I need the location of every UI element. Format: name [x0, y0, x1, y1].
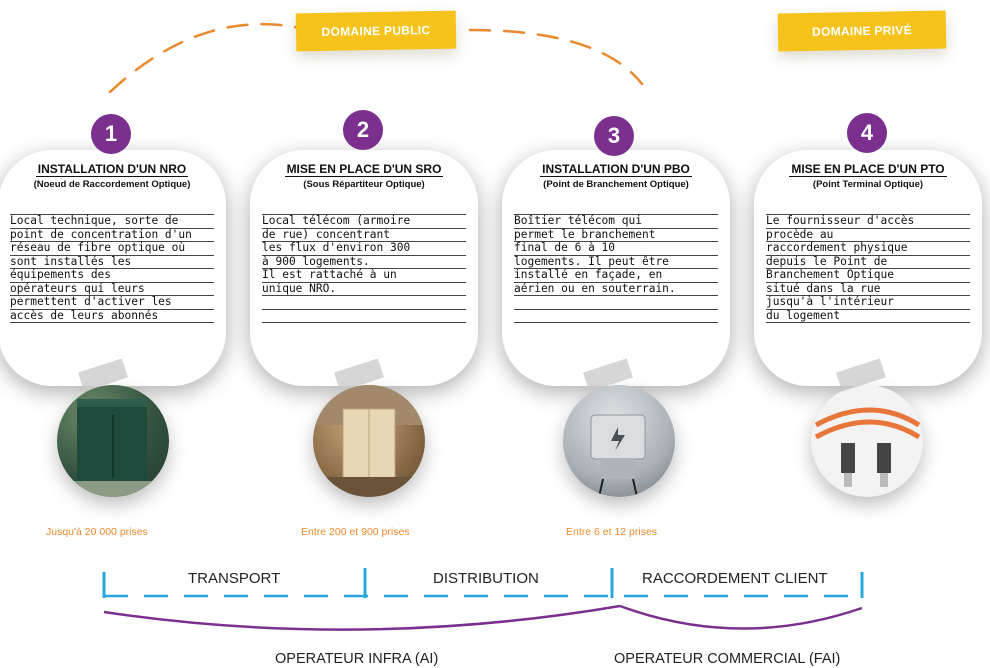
step-3-line: installé en façade, en [514, 268, 718, 283]
nro-cabinet-illustration [57, 399, 169, 497]
segment-transport-label: TRANSPORT [188, 570, 281, 587]
step-2-line: les flux d'environ 300 [262, 241, 466, 256]
step-3-prises: Entre 6 et 12 prises [566, 526, 658, 538]
step-3-line [514, 296, 718, 310]
step-2-line [262, 296, 466, 310]
step-2-line [262, 310, 466, 323]
operator-commercial-brace [619, 604, 863, 630]
operator-infra-brace [103, 604, 621, 631]
step-2-line: unique NRO. [262, 282, 466, 296]
step-4-line: jusqu'à l'intérieur [766, 295, 970, 310]
step-1-title-block: INSTALLATION D'UN NRO (Noeud de Raccorde… [0, 162, 226, 191]
step-4-line: depuis le Point de [766, 255, 970, 269]
step-1-line: accès de leurs abonnés [10, 309, 214, 323]
step-4-description: Le fournisseur d'accès procède au raccor… [766, 214, 970, 323]
segment-distribution-label: DISTRIBUTION [433, 570, 539, 587]
step-card-1-body: INSTALLATION D'UN NRO (Noeud de Raccorde… [0, 150, 226, 386]
step-3-line: permet le branchement [514, 228, 718, 242]
step-1-line: permettent d'activer les [10, 295, 214, 310]
step-2-description: Local télécom (armoire de rue) concentra… [262, 214, 466, 323]
operator-commercial-label: OPERATEUR COMMERCIAL (FAI) [614, 651, 841, 667]
step-1-line: Local technique, sorte de [10, 214, 214, 229]
step-1-line: sont installés les [10, 255, 214, 269]
step-1-line: point de concentration d'un [10, 228, 214, 242]
step-2-prises: Entre 200 et 900 prises [301, 526, 410, 538]
step-1-line: réseau de fibre optique où [10, 241, 214, 256]
step-2-title-block: MISE EN PLACE D'UN SRO (Sous Répartiteur… [250, 162, 478, 191]
step-card-3-body: INSTALLATION D'UN PBO (Point de Branchem… [502, 150, 730, 386]
step-1-number-badge: 1 [91, 114, 131, 154]
step-4-line: raccordement physique [766, 241, 970, 256]
step-4-line: Le fournisseur d'accès [766, 214, 970, 229]
step-4-line: Branchement Optique [766, 268, 970, 283]
step-4-line: situé dans la rue [766, 282, 970, 296]
step-4-subtitle: (Point Terminal Optique) [812, 179, 924, 190]
step-1-prises: Jusqu'à 20 000 prises [46, 526, 148, 538]
step-4-title-block: MISE EN PLACE D'UN PTO (Point Terminal O… [754, 162, 982, 191]
step-4-line: procède au [766, 228, 970, 242]
step-1-title: INSTALLATION D'UN NRO [35, 162, 189, 177]
step-3-description: Boîtier télécom qui permet le branchemen… [514, 214, 718, 323]
step-3-subtitle: (Point de Branchement Optique) [543, 179, 689, 190]
step-4-line: du logement [766, 309, 970, 323]
nro-cabinet-photo [57, 385, 169, 497]
operator-infra-label: OPERATEUR INFRA (AI) [275, 651, 439, 667]
step-3-line [514, 310, 718, 323]
step-4-number-badge: 4 [847, 113, 887, 153]
step-3-number-badge: 3 [594, 116, 634, 156]
fiber-cable-illustration [814, 407, 921, 487]
sro-cabinet-photo [313, 385, 425, 497]
step-3-line: final de 6 à 10 [514, 241, 718, 256]
domain-private-tag: DOMAINE PRIVÉ [777, 10, 947, 52]
step-1-subtitle: (Noeud de Raccordement Optique) [33, 179, 191, 190]
step-3-line: aérien ou en souterrain. [514, 282, 718, 296]
step-2-line: à 900 logements. [262, 255, 466, 269]
step-2-number-badge: 2 [343, 110, 383, 150]
step-2-title: MISE EN PLACE D'UN SRO [284, 162, 444, 177]
segment-raccordement-label: RACCORDEMENT CLIENT [642, 570, 828, 587]
step-2-line: Local télécom (armoire [262, 214, 466, 229]
step-1-line: équipements des [10, 268, 214, 283]
step-2-line: de rue) concentrant [262, 228, 466, 242]
pbo-box-illustration [590, 414, 646, 497]
step-2-subtitle: (Sous Répartiteur Optique) [303, 179, 425, 190]
step-4-title: MISE EN PLACE D'UN PTO [789, 162, 947, 177]
step-1-line: opérateurs qui leurs [10, 282, 214, 296]
step-1-description: Local technique, sorte de point de conce… [10, 214, 214, 323]
pto-fiber-photo [811, 385, 923, 497]
domain-public-tag: DOMAINE PUBLIC [295, 10, 457, 52]
step-card-4-body: MISE EN PLACE D'UN PTO (Point Terminal O… [754, 150, 982, 386]
step-3-title-block: INSTALLATION D'UN PBO (Point de Branchem… [502, 162, 730, 191]
step-2-line: Il est rattaché à un [262, 268, 466, 283]
sro-cabinet-illustration [313, 385, 425, 497]
step-3-line: logements. Il peut être [514, 255, 718, 269]
step-card-2-body: MISE EN PLACE D'UN SRO (Sous Répartiteur… [250, 150, 478, 386]
step-3-title: INSTALLATION D'UN PBO [540, 162, 692, 177]
domain-arc [108, 22, 644, 94]
step-3-line: Boîtier télécom qui [514, 214, 718, 229]
pbo-box-photo [563, 385, 675, 497]
